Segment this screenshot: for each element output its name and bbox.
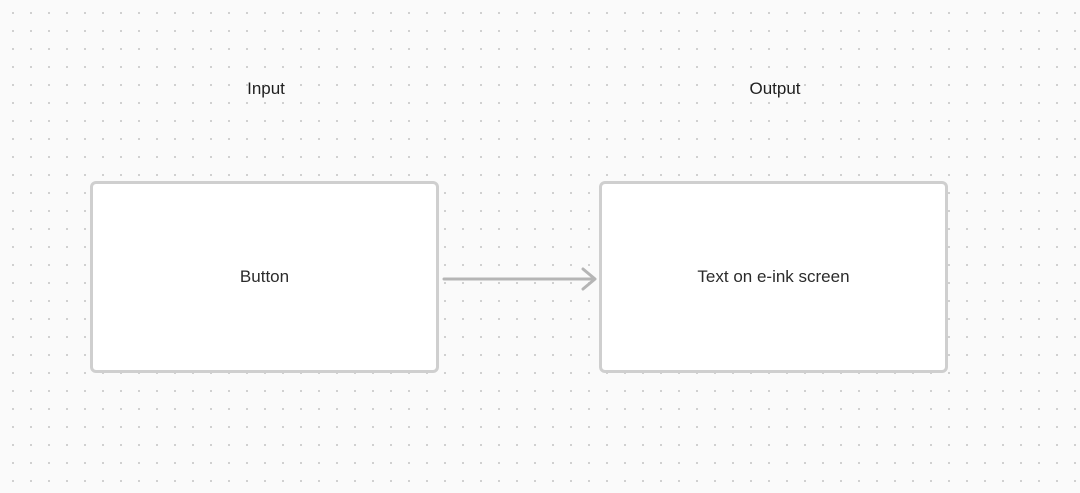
input-node-label: Button — [239, 267, 290, 286]
input-column-title: Input — [247, 79, 285, 98]
output-node[interactable]: Text on e-ink screen — [599, 181, 948, 373]
output-column-title: Output — [749, 79, 801, 98]
input-node[interactable]: Button — [90, 181, 439, 373]
arrow-head-icon — [581, 267, 597, 291]
output-node-label: Text on e-ink screen — [697, 267, 850, 286]
flow-arrow[interactable] — [440, 264, 602, 294]
